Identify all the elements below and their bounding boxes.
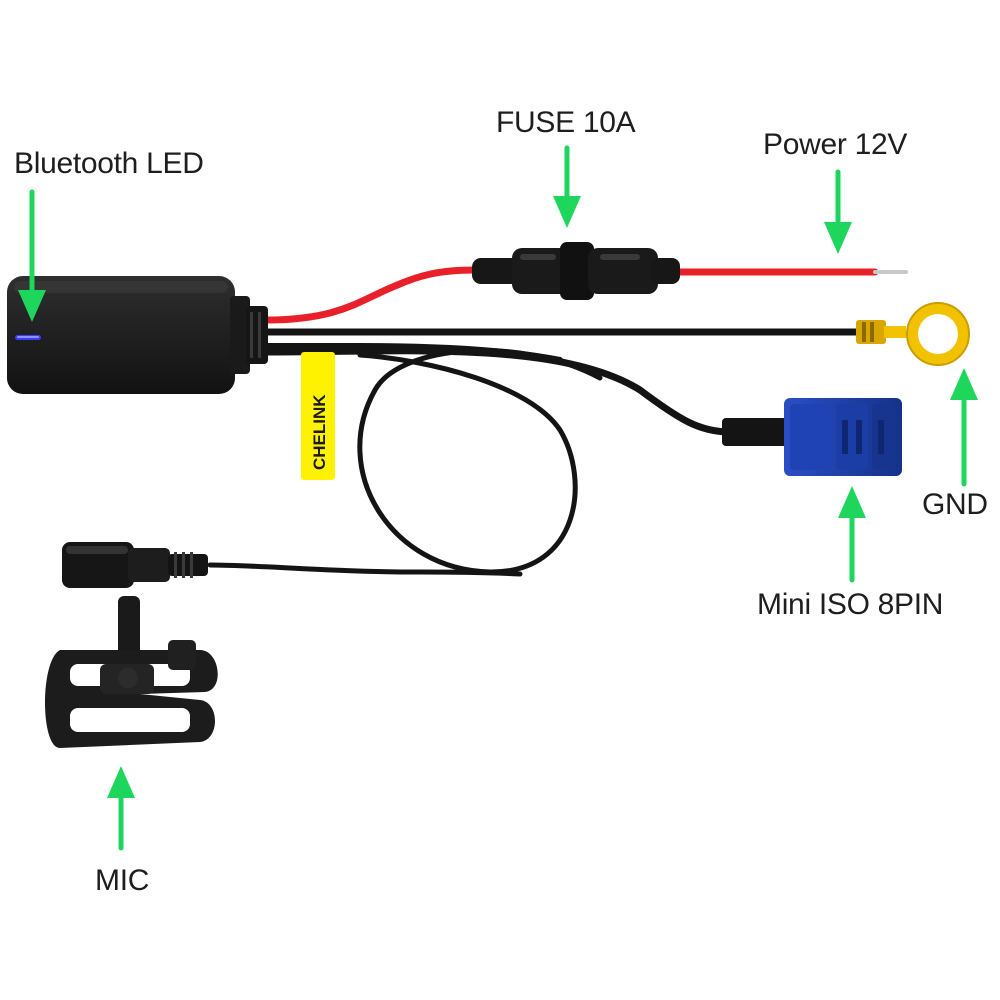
mini-iso-connector xyxy=(722,398,902,476)
fuse-holder xyxy=(472,242,680,300)
mic-clip xyxy=(45,596,218,748)
power-arrow xyxy=(824,169,852,254)
bluetooth-led-label: Bluetooth LED xyxy=(14,147,204,180)
mic-label: MIC xyxy=(95,864,150,897)
mini-iso-arrow xyxy=(838,486,866,583)
status-led xyxy=(15,335,41,340)
bluetooth-module xyxy=(7,276,268,394)
fuse-label: FUSE 10A xyxy=(496,106,636,139)
brand-tag: CHELINK xyxy=(301,352,335,480)
callout-arrows xyxy=(18,145,978,851)
brand-tag-text: CHELINK xyxy=(310,394,329,470)
mic-jack xyxy=(62,542,208,588)
fuse-arrow xyxy=(553,145,581,228)
mic-arrow xyxy=(107,766,135,851)
gnd-label: GND xyxy=(922,488,988,521)
mini-iso-label: Mini ISO 8PIN xyxy=(757,588,944,621)
power-wire xyxy=(261,266,908,324)
gnd-arrow xyxy=(950,368,978,487)
power-label: Power 12V xyxy=(763,128,908,161)
bluetooth-led-arrow xyxy=(18,189,46,322)
black-cable xyxy=(207,328,864,577)
ring-terminal xyxy=(856,302,970,366)
